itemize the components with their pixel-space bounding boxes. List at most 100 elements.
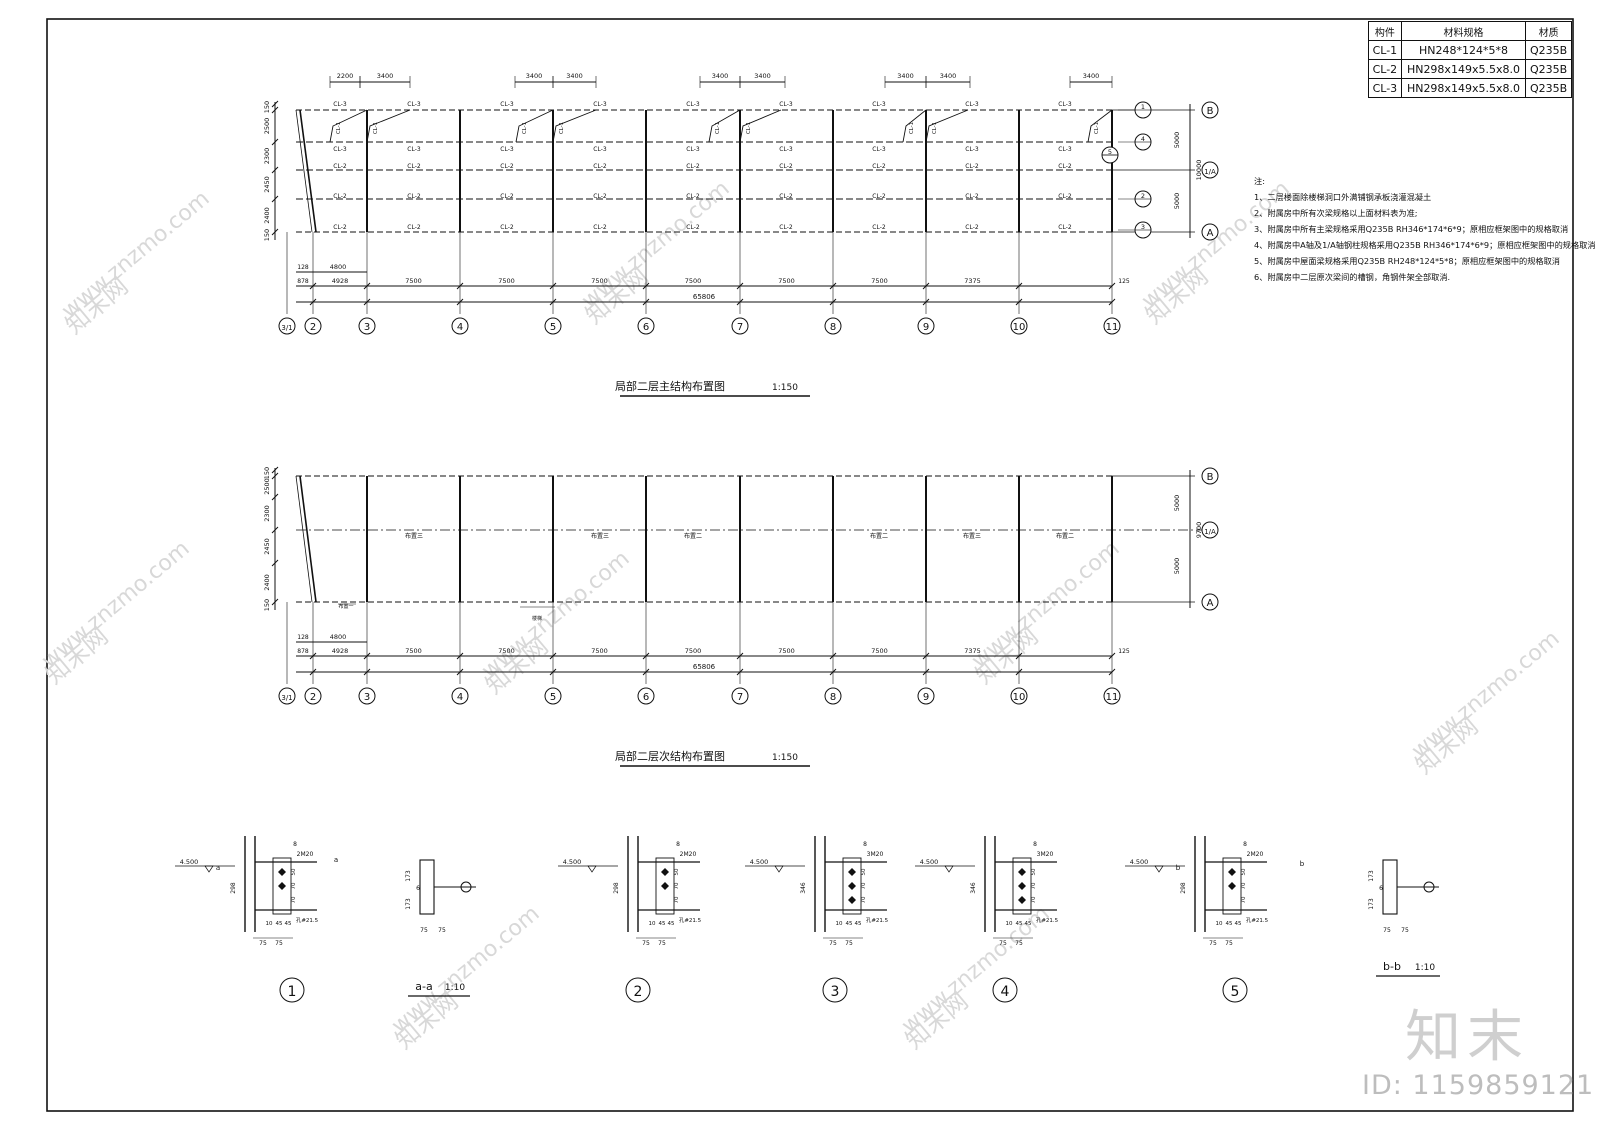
column-axis-bubble xyxy=(451,687,469,705)
plate-dimension: 50 xyxy=(1241,868,1247,875)
span-dimension: 7500 xyxy=(685,647,702,655)
table-row: CL-2 HN298x149x5.5x8.0 Q235B xyxy=(1368,59,1572,79)
member-material: Q235B xyxy=(1525,59,1572,79)
detail-callout-label: 4 xyxy=(1141,135,1145,143)
elevation-label: 4.500 xyxy=(750,858,769,866)
column-axis-bubble xyxy=(637,687,655,705)
beam-label: CL-3 xyxy=(965,101,979,108)
detail-callout-label: 3 xyxy=(1141,223,1145,231)
dim-tick xyxy=(363,668,371,676)
weld-label: 8 xyxy=(293,841,297,848)
bolt-mark xyxy=(1228,868,1236,876)
section-dimension: 173 xyxy=(1368,870,1375,882)
column-axis-label: 2 xyxy=(310,692,316,703)
hole-spec: 孔#21.5 xyxy=(1246,916,1269,924)
dim-tick xyxy=(1015,298,1023,306)
row-axis-label: A xyxy=(1207,598,1214,609)
column-axis-bubble xyxy=(544,317,562,335)
roof-edge-line xyxy=(708,109,741,143)
row-axis-bubble xyxy=(1201,101,1219,119)
weld-label: 8 xyxy=(676,841,680,848)
beam-label: CL-2 xyxy=(593,193,607,200)
axis-dimension: 5000 xyxy=(1173,193,1181,210)
top-dimension: 3400 xyxy=(754,72,771,80)
span-dimension: 128 xyxy=(297,264,309,271)
plate-dimension: 70 xyxy=(1031,896,1037,903)
member-material: Q235B xyxy=(1525,40,1572,60)
dim-tick xyxy=(456,668,464,676)
dim-tick xyxy=(736,652,744,660)
roof-edge-line xyxy=(515,109,554,143)
column-axis-label: 4 xyxy=(457,692,463,703)
detail-bubble-label: 3 xyxy=(831,984,840,1000)
member-material: Q235B xyxy=(1525,78,1572,98)
elevation-label: 4.500 xyxy=(1130,858,1149,866)
plate-dimension: 45 xyxy=(855,921,862,927)
dim-tick xyxy=(271,493,279,501)
span-dimension: 4928 xyxy=(332,277,349,285)
row-dimension: 2500 xyxy=(263,118,271,135)
column-axis-bubble xyxy=(278,687,296,705)
section-dimension: 173 xyxy=(405,898,412,910)
span-dimension: 7500 xyxy=(405,277,422,285)
column-axis-label: 5 xyxy=(550,322,556,333)
plate-dimension: 45 xyxy=(1235,921,1242,927)
note-item: 3、附属房中所有主梁规格采用Q235B RH346*174*6*9；原相应框架图… xyxy=(1254,224,1569,234)
plate-dimension: 10 xyxy=(836,921,843,927)
plate-dimension: 75 xyxy=(259,940,267,947)
section-dimension: 75 xyxy=(438,927,446,934)
top-dimension: 3400 xyxy=(940,72,957,80)
bolt-mark xyxy=(1018,868,1026,876)
span-dimension: 7500 xyxy=(685,277,702,285)
dim-tick xyxy=(736,298,744,306)
section-dimension: 173 xyxy=(405,870,412,882)
column-axis-bubble xyxy=(304,687,322,705)
axis-dimension: 5000 xyxy=(1173,132,1181,149)
row-axis-bubble xyxy=(1201,467,1219,485)
section-dimension: 75 xyxy=(1401,927,1409,934)
plate-dimension: 75 xyxy=(999,940,1007,947)
axis-dimension: 5000 xyxy=(1173,558,1181,575)
beam-label: CL-2 xyxy=(779,224,793,231)
file-id-label: ID: 1159859121 xyxy=(1362,1070,1595,1101)
dim-tick xyxy=(271,472,279,480)
hole-spec: 孔#21.5 xyxy=(296,916,319,924)
bolt-mark xyxy=(661,868,669,876)
beam-label: CL-2 xyxy=(686,163,700,170)
end-plate xyxy=(1222,857,1242,915)
row-dimension: 150 xyxy=(263,101,271,113)
member-spec: HN298x149x5.5x8.0 xyxy=(1400,78,1527,98)
dim-tick xyxy=(456,298,464,306)
bay-label: 布置一 xyxy=(338,603,353,610)
column-axis-label: 11 xyxy=(1106,692,1119,703)
plate-dimension: 50 xyxy=(861,868,867,875)
dim-tick xyxy=(309,668,317,676)
beam-label: CL-3 xyxy=(500,101,514,108)
column-axis-label: 3/1 xyxy=(281,694,292,702)
column-axis-bubble xyxy=(731,687,749,705)
bolt-spec: 2M20 xyxy=(1247,851,1264,858)
plate-dimension: 75 xyxy=(275,940,283,947)
roof-edge-line xyxy=(925,109,969,143)
beam-label: CL-3 xyxy=(779,146,793,153)
bolt-spec: 3M20 xyxy=(867,851,884,858)
hole-spec: 孔#21.5 xyxy=(679,916,702,924)
detail-callout-label: 1 xyxy=(1141,103,1145,111)
dim-tick xyxy=(642,668,650,676)
bay-label: 布置二 xyxy=(1056,532,1074,540)
roof-edge-line xyxy=(1087,109,1113,143)
section-title: b-b xyxy=(1383,960,1401,973)
beam-label: CL-2 xyxy=(872,193,886,200)
column-axis-bubble xyxy=(451,317,469,335)
elevation-label: 4.500 xyxy=(180,858,199,866)
span-dimension: 128 xyxy=(297,634,309,641)
plate-dimension: 70 xyxy=(861,896,867,903)
dim-tick xyxy=(642,298,650,306)
note-item: 6、附属房中二层原次梁间的槽钢，角钢件架全部取消. xyxy=(1254,272,1451,282)
bolt-mark xyxy=(1018,896,1026,904)
beam-label: CL-2 xyxy=(333,163,347,170)
plate-dimension: 298 xyxy=(230,882,237,894)
dim-tick xyxy=(642,652,650,660)
member-id: CL-2 xyxy=(1368,59,1402,79)
column-axis-bubble xyxy=(544,687,562,705)
